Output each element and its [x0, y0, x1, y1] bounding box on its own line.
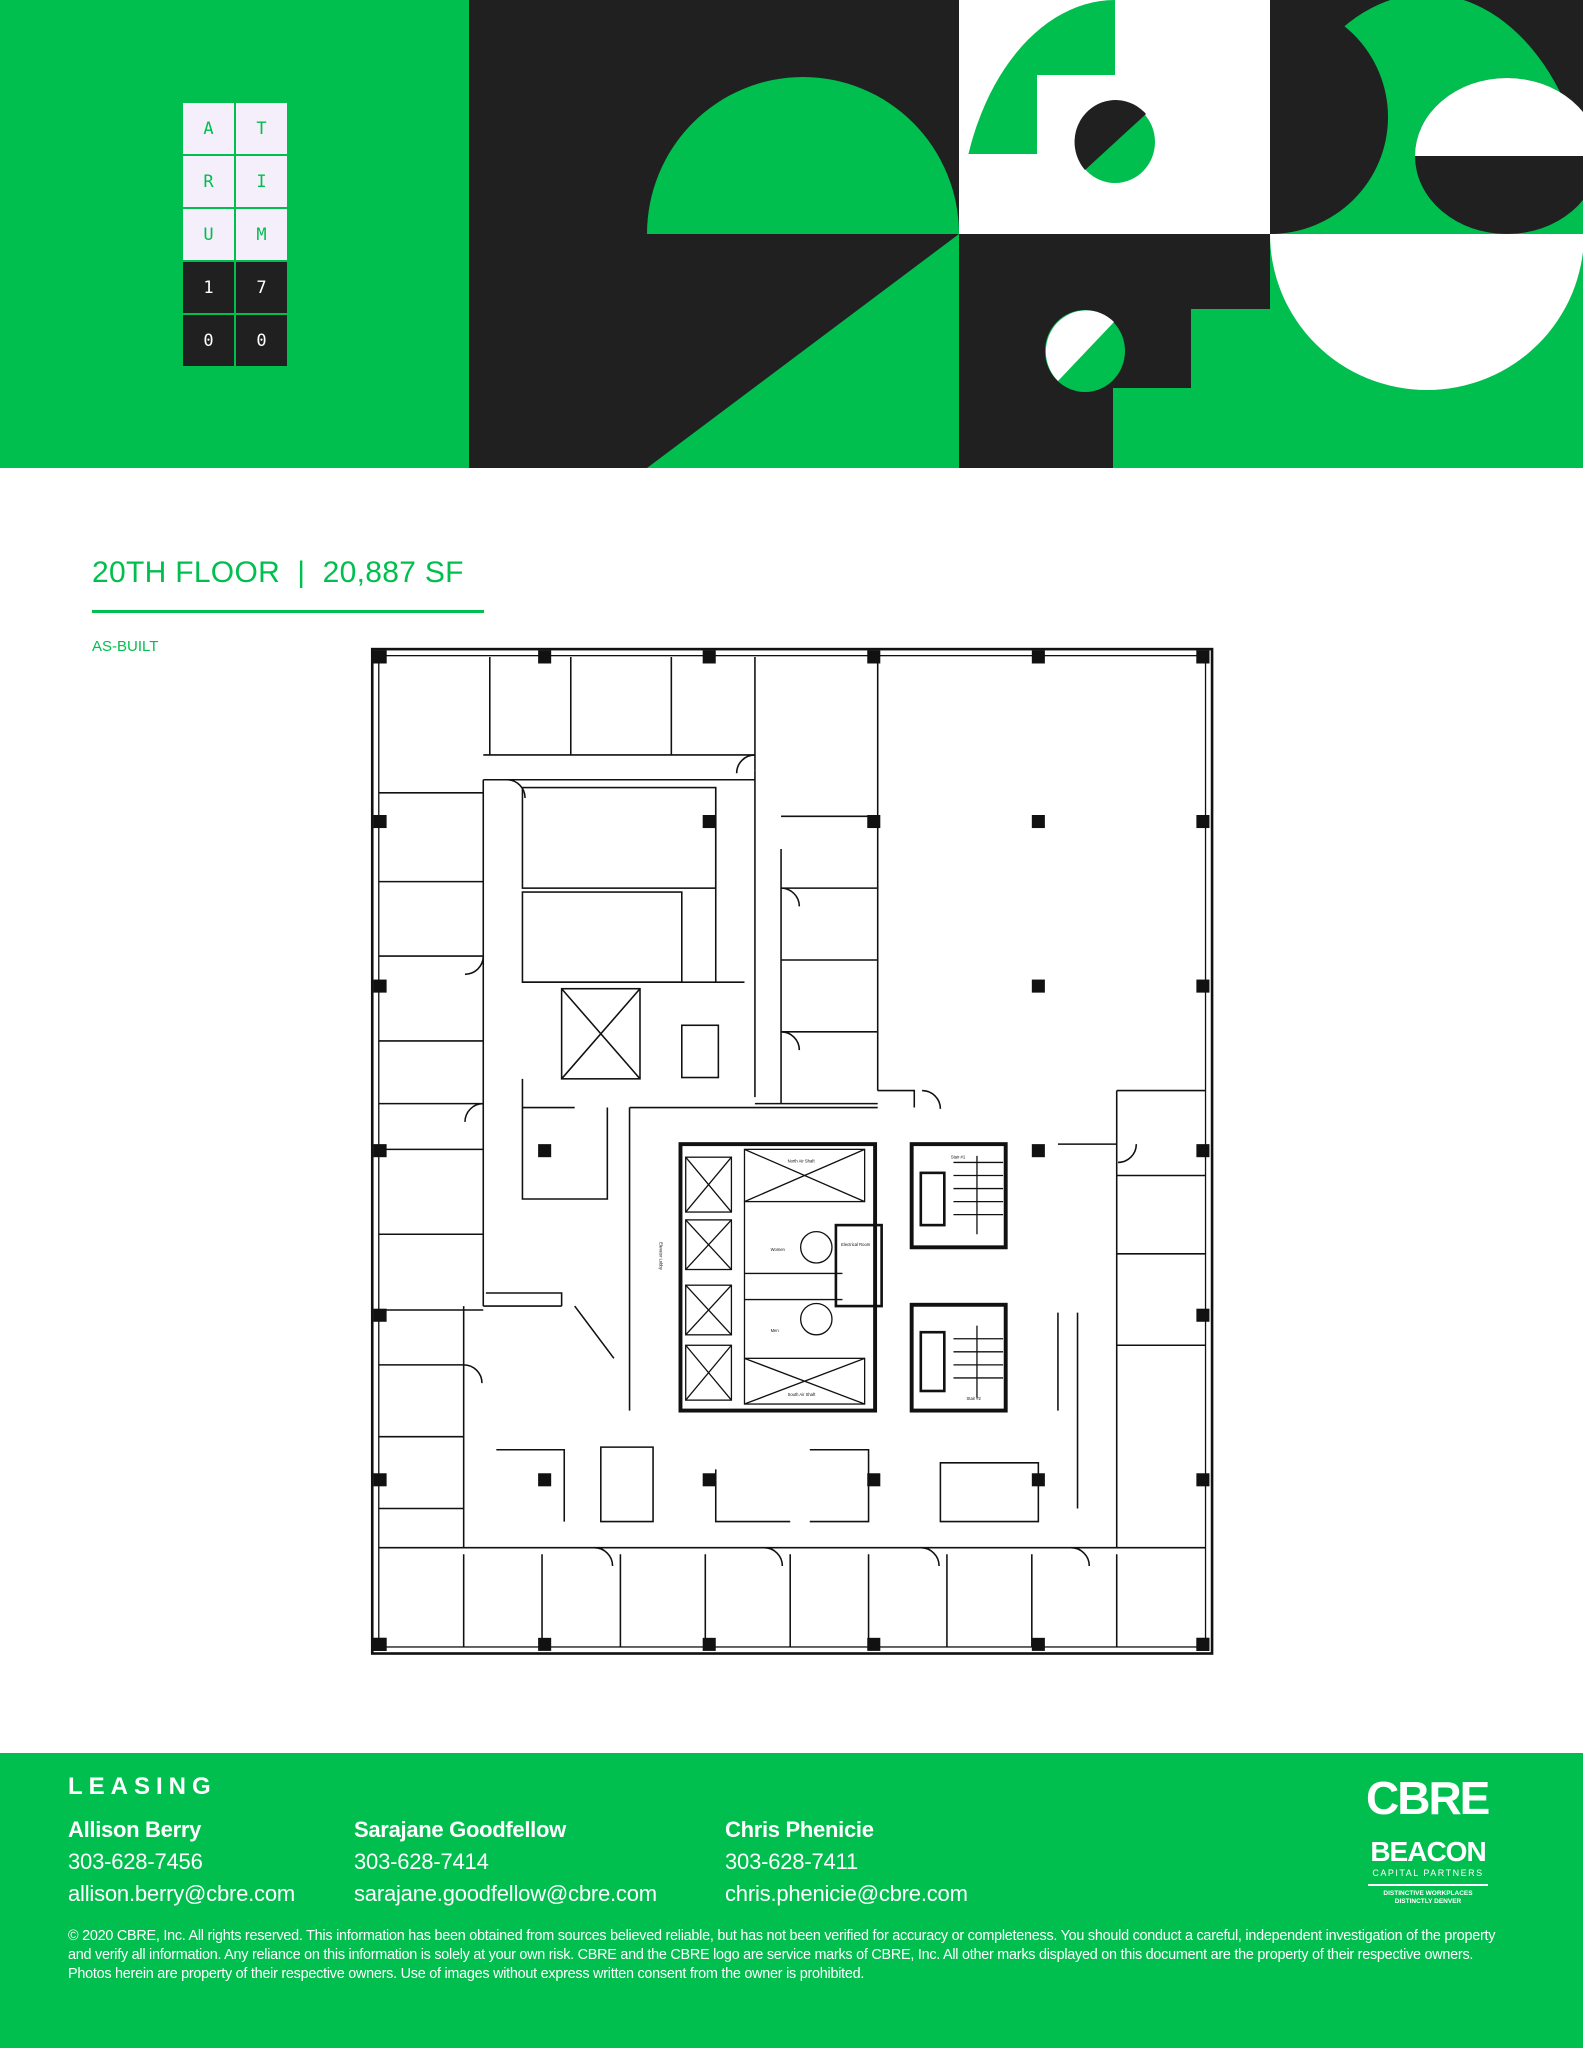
title-underline: [92, 610, 484, 613]
logo-tile: A: [183, 103, 234, 154]
contact-name: Allison Berry: [68, 1817, 202, 1842]
structural-column: [373, 650, 387, 664]
structural-column: [702, 814, 716, 829]
structural-column: [702, 1637, 716, 1651]
logo-tile: I: [236, 156, 287, 207]
logo-tile: 0: [183, 315, 234, 366]
logo-tile: 7: [236, 262, 287, 313]
beacon-tagline: DISTINCTLY DENVER: [1394, 1898, 1462, 1905]
floor-plan-subtitle: AS-BUILT: [92, 638, 159, 655]
structural-column: [1196, 650, 1210, 664]
structural-column: [1031, 814, 1045, 829]
contact-name: Chris Phenicie: [725, 1817, 874, 1842]
logo-tile: U: [183, 209, 234, 260]
logo-tile: T: [236, 103, 287, 154]
contact-card: Sarajane Goodfellow 303-628-7414 sarajan…: [354, 1817, 657, 1913]
beacon-sub: CAPITAL PARTNERS: [1372, 1868, 1484, 1878]
footer: LEASING Allison Berry 303-628-7456 allis…: [0, 1753, 1583, 2048]
structural-column: [373, 1473, 387, 1487]
cbre-logo: CBRE: [1366, 1772, 1490, 1824]
structural-column: [867, 814, 881, 829]
contact-card: Allison Berry 303-628-7456 allison.berry…: [68, 1817, 295, 1913]
leasing-heading: LEASING: [68, 1773, 217, 1800]
structural-column: [373, 1308, 387, 1322]
structural-column: [1196, 1144, 1210, 1158]
structural-column: [373, 1144, 387, 1158]
header-graphic: [0, 0, 1583, 468]
structural-column: [538, 1473, 552, 1487]
structural-column: [1031, 1637, 1045, 1651]
label-women: Women: [771, 1247, 786, 1252]
contact-phone[interactable]: 303-628-7411: [725, 1849, 858, 1874]
structural-column: [1196, 1637, 1210, 1651]
logo-tile: R: [183, 156, 234, 207]
structural-column: [702, 650, 716, 664]
structural-column: [1031, 979, 1045, 993]
label-men: Men: [771, 1328, 780, 1333]
label-stair-2: Stair #2: [967, 1396, 982, 1401]
structural-column: [1031, 1473, 1045, 1487]
structural-column: [702, 1473, 716, 1487]
beacon-tagline: DISTINCTIVE WORKPLACES: [1383, 1890, 1473, 1897]
floor-plan: Elevator Lobby Women Men Electrical Room…: [370, 647, 1214, 1655]
label-stair-1: Stair #1: [951, 1154, 966, 1159]
logo-tile: 1: [183, 262, 234, 313]
logo-tile: 0: [236, 315, 287, 366]
contact-email[interactable]: chris.phenicie@cbre.com: [725, 1881, 968, 1906]
label-electrical-room: Electrical Room: [841, 1242, 871, 1247]
structural-column: [867, 1473, 881, 1487]
contact-phone[interactable]: 303-628-7456: [68, 1849, 203, 1874]
legal-disclaimer: © 2020 CBRE, Inc. All rights reserved. T…: [68, 1928, 1496, 1982]
structural-column: [867, 1637, 881, 1651]
label-elevator-lobby: Elevator Lobby: [659, 1242, 664, 1271]
structural-column: [867, 650, 881, 664]
structural-column: [1196, 1473, 1210, 1487]
structural-column: [373, 979, 387, 993]
structural-column: [1031, 650, 1045, 664]
structural-column: [373, 814, 387, 829]
floor-title: 20TH FLOOR | 20,887 SF: [92, 556, 464, 589]
structural-column: [1031, 1144, 1045, 1158]
contact-email[interactable]: allison.berry@cbre.com: [68, 1881, 296, 1906]
contact-email[interactable]: sarajane.goodfellow@cbre.com: [354, 1881, 657, 1906]
structural-column: [1196, 1308, 1210, 1322]
contact-card: Chris Phenicie 303-628-7411 chris.phenic…: [725, 1817, 968, 1913]
beacon-name: BEACON: [1370, 1836, 1486, 1867]
beacon-divider: [1368, 1884, 1488, 1886]
label-north-shaft: North Air Shaft: [788, 1158, 816, 1163]
contact-name: Sarajane Goodfellow: [354, 1817, 566, 1842]
structural-column: [538, 1637, 552, 1651]
atrium-1700-tile-logo: A T R I U M 1 7 0 0: [183, 103, 287, 366]
beacon-capital-logo: BEACON CAPITAL PARTNERS DISTINCTIVE WORK…: [1364, 1837, 1492, 1906]
structural-column: [1196, 814, 1210, 829]
structural-column: [538, 650, 552, 664]
structural-column: [1196, 979, 1210, 993]
logo-tile: M: [236, 209, 287, 260]
label-south-shaft: South Air Shaft: [788, 1392, 817, 1397]
structural-column: [538, 1144, 552, 1158]
contact-phone[interactable]: 303-628-7414: [354, 1849, 489, 1874]
structural-column: [373, 1637, 387, 1651]
